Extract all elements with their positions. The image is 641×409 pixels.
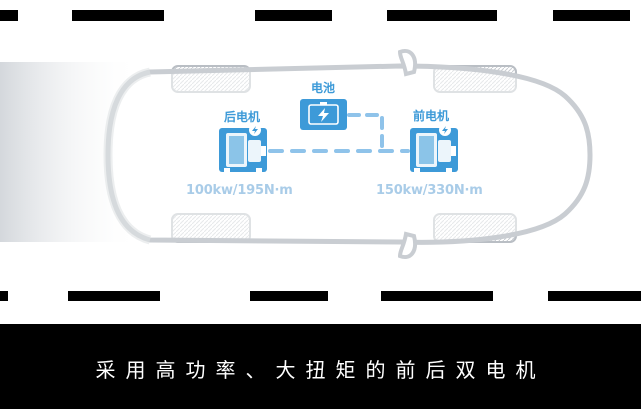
mirror-top xyxy=(397,49,417,77)
road-scene: 电池 后电机 前电机 100kw/195N·m 150kw/330N·m xyxy=(0,0,641,324)
front-motor-icon xyxy=(410,124,458,172)
road-dash xyxy=(553,10,630,21)
battery-link-line xyxy=(347,113,384,153)
road-dash xyxy=(381,291,493,301)
caption-text: 采用高功率、大扭矩的前后双电机 xyxy=(95,358,546,382)
road-dash xyxy=(0,291,8,301)
caption-bar: 采用高功率、大扭矩的前后双电机 xyxy=(0,324,641,409)
wiring xyxy=(268,113,410,153)
road-dashes-top xyxy=(0,10,630,21)
battery-label: 电池 xyxy=(311,81,336,95)
road-dash xyxy=(255,10,332,21)
road-dashes-bottom xyxy=(0,291,641,301)
road-dash xyxy=(250,291,328,301)
car-diagram xyxy=(0,10,641,301)
rear-motor-icon xyxy=(219,124,267,172)
rear-motor-label: 后电机 xyxy=(224,110,261,124)
road-dash xyxy=(387,10,497,21)
rear-motor-spec: 100kw/195N·m xyxy=(186,183,293,198)
car-body xyxy=(105,63,593,245)
mirror-bottom xyxy=(397,231,417,259)
road-dash xyxy=(72,10,164,21)
front-motor-spec: 150kw/330N·m xyxy=(376,183,483,198)
road-dash xyxy=(0,10,18,21)
battery-icon xyxy=(300,99,347,130)
front-motor-label: 前电机 xyxy=(413,109,450,123)
road-dash xyxy=(68,291,160,301)
road-dash xyxy=(548,291,641,301)
